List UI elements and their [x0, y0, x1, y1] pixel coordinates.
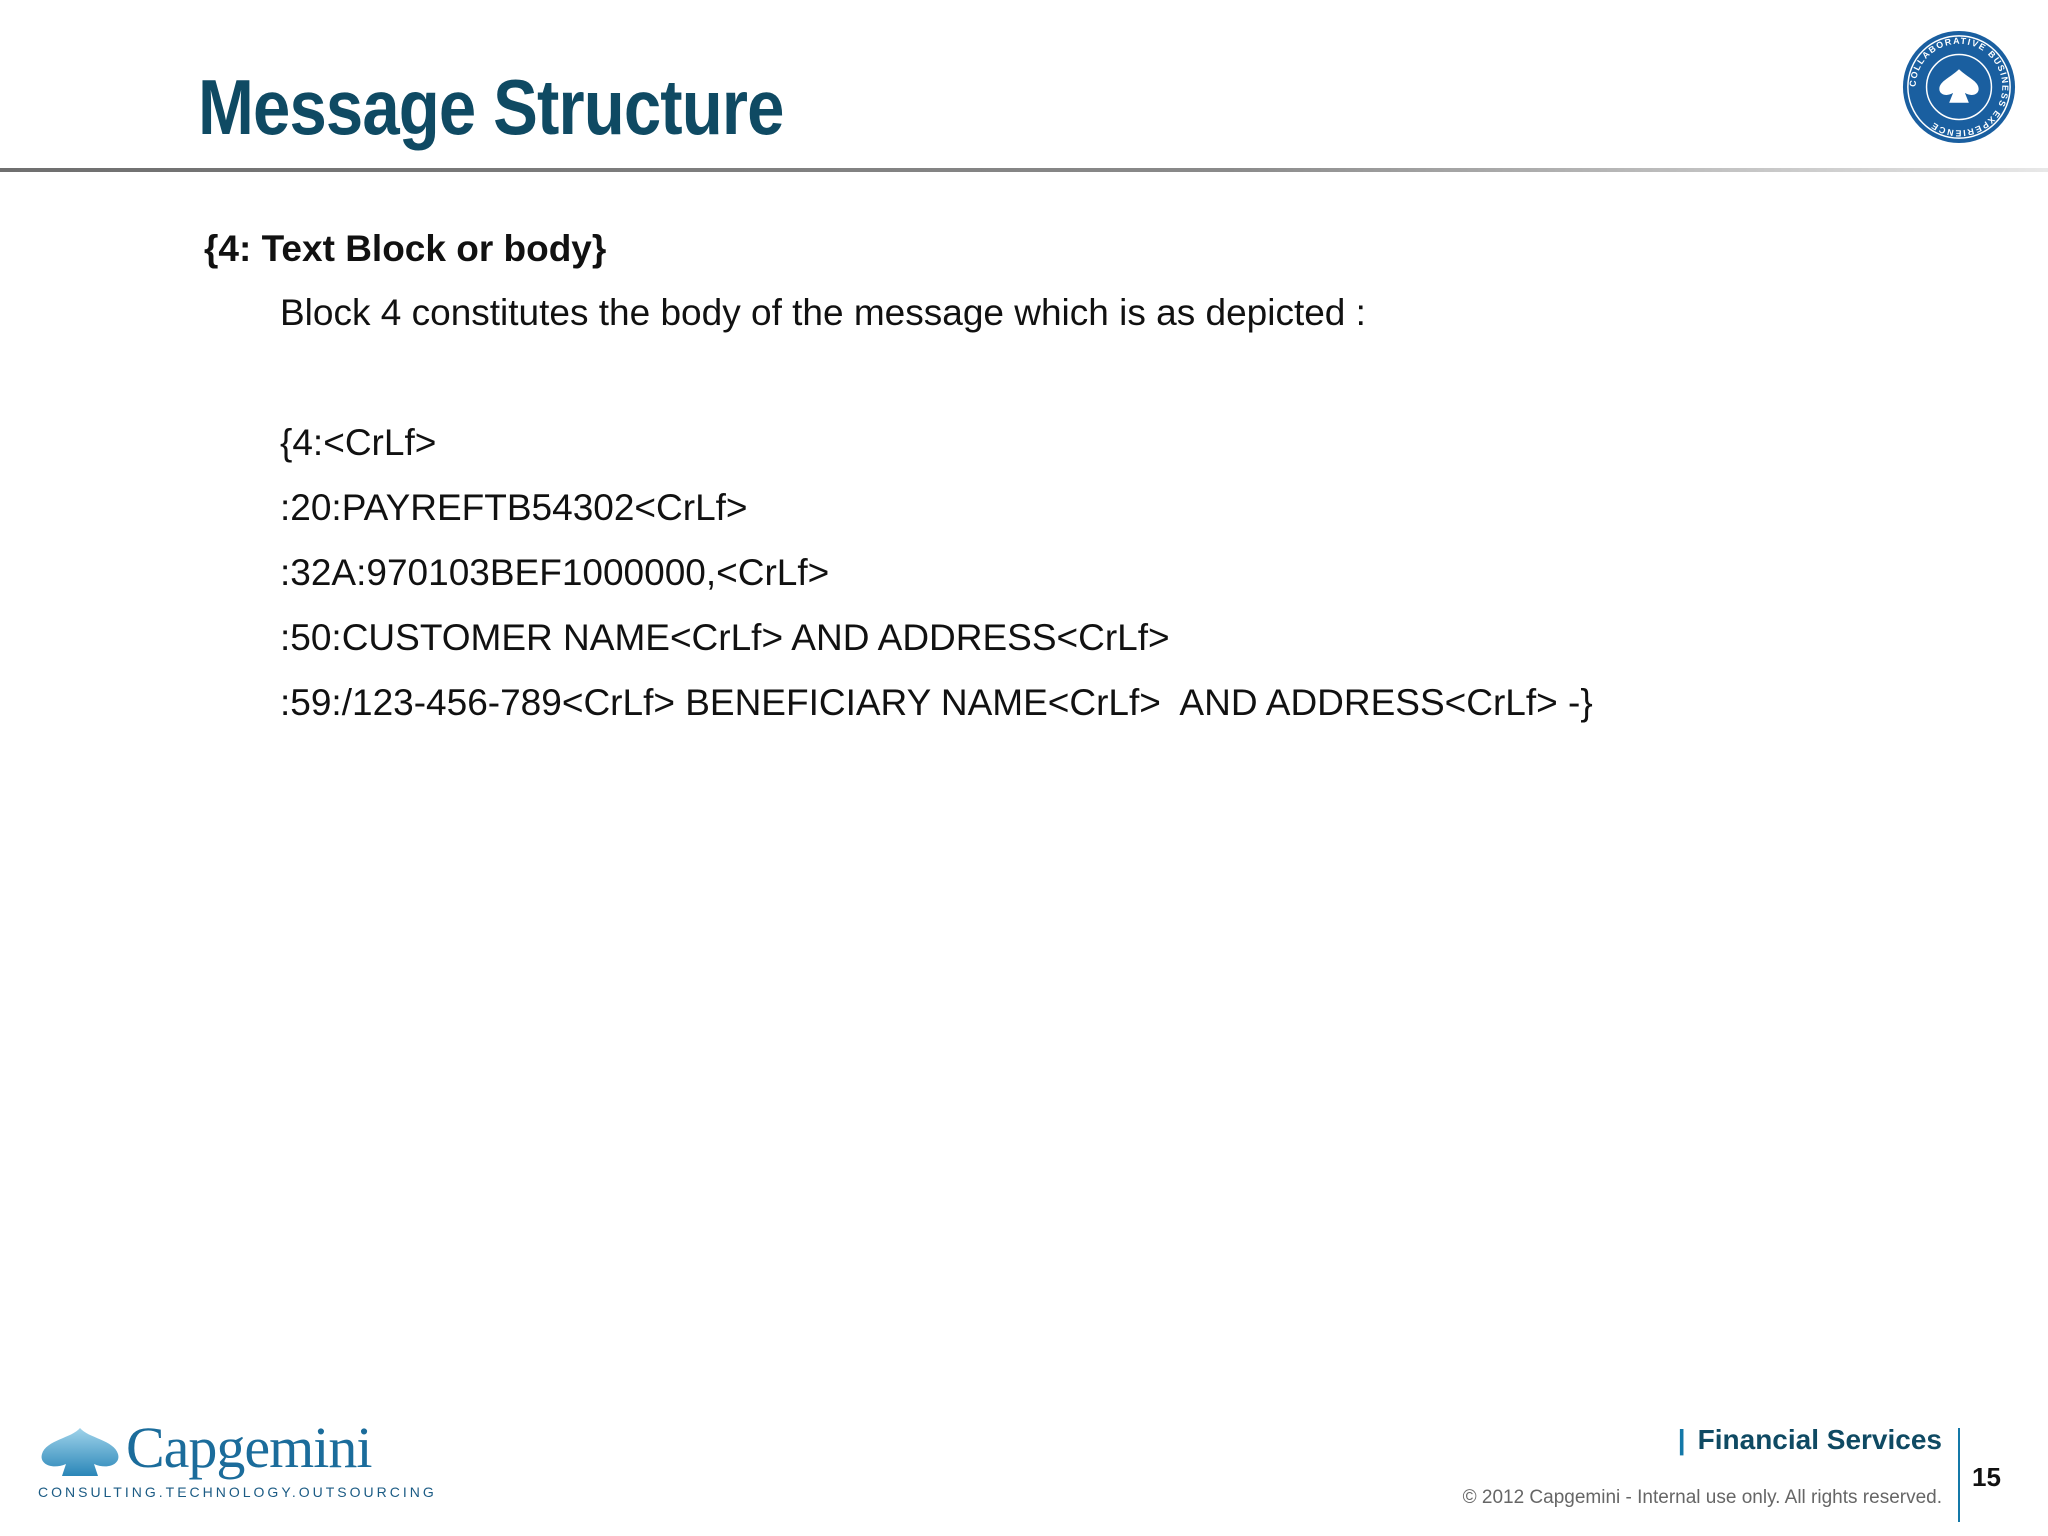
collaborative-business-seal-icon: COLLABORATIVE BUSINESS EXPERIENCE: [1902, 30, 2016, 144]
page-number: 15: [1972, 1462, 2001, 1492]
message-lines: {4:<CrLf> :20:PAYREFTB54302<CrLf> :32A:9…: [280, 416, 1964, 730]
copyright-notice: © 2012 Capgemini - Internal use only. Al…: [1462, 1487, 1942, 1508]
brand-label: Financial Services: [1697, 1424, 1942, 1455]
capgemini-logo: Capgemini CONSULTING.TECHNOLOGY.OUTSOURC…: [36, 1415, 434, 1508]
message-line: :32A:970103BEF1000000,<CrLf>: [280, 552, 830, 593]
block-heading: {4: Text Block or body}: [204, 228, 607, 269]
spade-logo-icon: [41, 1428, 119, 1476]
title-divider: [0, 168, 2048, 172]
message-line: :50:CUSTOMER NAME<CrLf> AND ADDRESS<CrLf…: [280, 617, 1170, 658]
logo-tagline: CONSULTING.TECHNOLOGY.OUTSOURCING: [38, 1484, 437, 1500]
logo-wordmark: Capgemini: [126, 1415, 373, 1480]
message-line: {4:<CrLf>: [280, 422, 437, 463]
message-line: :20:PAYREFTB54302<CrLf>: [280, 487, 748, 528]
block-description: Block 4 constitutes the body of the mess…: [280, 292, 1366, 333]
slide-body: {4: Text Block or body} Block 4 constitu…: [204, 222, 1964, 741]
footer-brand: | Financial Services: [1678, 1424, 1942, 1456]
slide-title: Message Structure: [198, 63, 784, 151]
footer-divider: [1958, 1428, 1960, 1522]
brand-separator: |: [1677, 1424, 1686, 1455]
message-line: :59:/123-456-789<CrLf> BENEFICIARY NAME<…: [280, 682, 1593, 723]
